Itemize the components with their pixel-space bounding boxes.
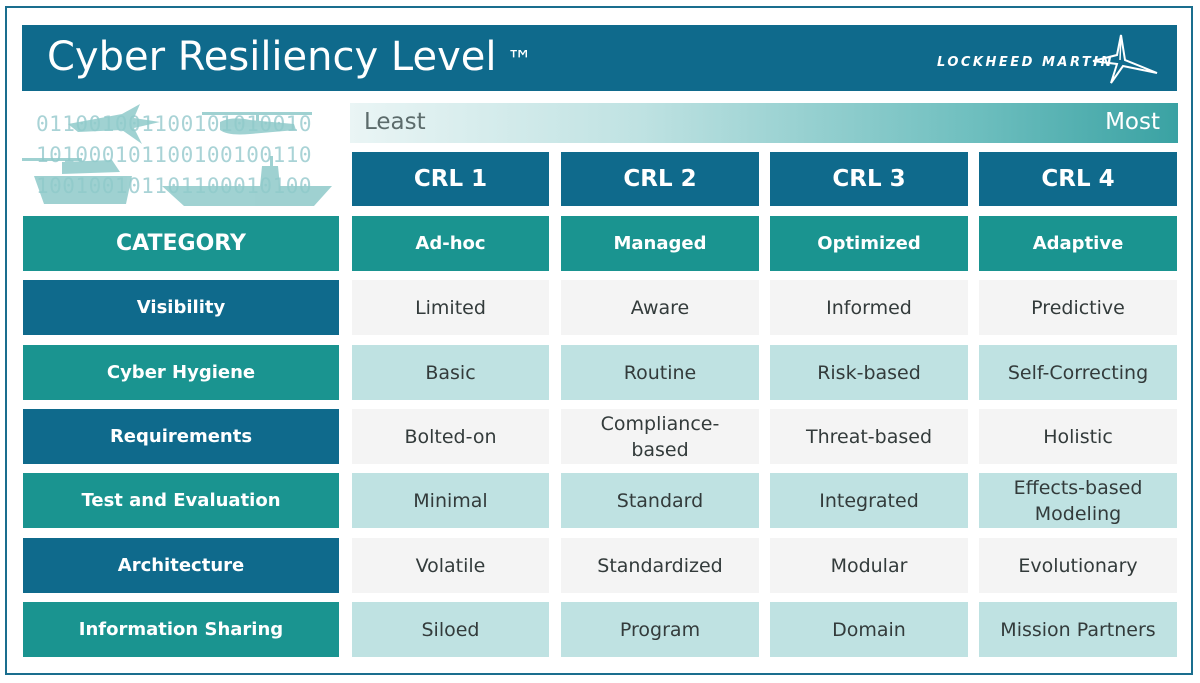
row-label-cyber-hygiene: Cyber Hygiene <box>23 345 339 400</box>
table-cell: Self-Correcting <box>979 345 1177 400</box>
title-text: Cyber Resiliency Level <box>47 34 497 80</box>
table-cell: Modular <box>770 538 968 593</box>
table-cell: Compliance-based <box>561 409 759 464</box>
table-cell: Volatile <box>352 538 549 593</box>
star-icon <box>1092 34 1158 84</box>
table-cell: Mission Partners <box>979 602 1177 657</box>
defense-vehicles-graphic: 011001001100101010010 101000101100100100… <box>22 100 337 215</box>
table-cell: Program <box>561 602 759 657</box>
page-title: Cyber Resiliency Level ™ <box>47 35 532 79</box>
table-cell: Routine <box>561 345 759 400</box>
vehicles-silhouettes <box>22 104 332 206</box>
table-cell: Bolted-on <box>352 409 549 464</box>
table-cell: Risk-based <box>770 345 968 400</box>
table-cell: Aware <box>561 280 759 335</box>
table-cell: Holistic <box>979 409 1177 464</box>
row-label-information-sharing: Information Sharing <box>23 602 339 657</box>
crl-header: CRL 1 <box>352 152 549 206</box>
scale-most-label: Most <box>1105 109 1160 135</box>
least-to-most-scale: Least Most <box>350 103 1178 143</box>
table-cell: Informed <box>770 280 968 335</box>
scale-least-label: Least <box>364 109 426 135</box>
level-name: Optimized <box>770 216 968 271</box>
title-banner: Cyber Resiliency Level ™ LOCKHEED MARTIN <box>22 25 1177 91</box>
jet-icon <box>68 104 160 144</box>
table-cell: Siloed <box>352 602 549 657</box>
lockheed-martin-logo: LOCKHEED MARTIN <box>937 33 1162 85</box>
table-cell: Basic <box>352 345 549 400</box>
table-cell: Evolutionary <box>979 538 1177 593</box>
row-label-test-and-evaluation: Test and Evaluation <box>23 473 339 528</box>
crl-header: CRL 2 <box>561 152 759 206</box>
level-name: Ad-hoc <box>352 216 549 271</box>
table-cell: Standard <box>561 473 759 528</box>
row-label-requirements: Requirements <box>23 409 339 464</box>
table-cell: Threat-based <box>770 409 968 464</box>
category-header: CATEGORY <box>23 216 339 271</box>
ship-icon <box>162 156 332 206</box>
level-name: Managed <box>561 216 759 271</box>
trademark-symbol: ™ <box>506 46 533 76</box>
table-cell: Standardized <box>561 538 759 593</box>
table-cell: Domain <box>770 602 968 657</box>
logo-text: LOCKHEED MARTIN <box>937 55 1114 70</box>
table-cell: Effects-based Modeling <box>979 473 1177 528</box>
row-label-visibility: Visibility <box>23 280 339 335</box>
table-cell: Integrated <box>770 473 968 528</box>
crl-header: CRL 3 <box>770 152 968 206</box>
crl-header: CRL 4 <box>979 152 1177 206</box>
level-name: Adaptive <box>979 216 1177 271</box>
tank-icon <box>22 158 132 204</box>
table-cell: Limited <box>352 280 549 335</box>
table-cell: Predictive <box>979 280 1177 335</box>
helicopter-icon <box>202 112 312 135</box>
table-cell: Minimal <box>352 473 549 528</box>
row-label-architecture: Architecture <box>23 538 339 593</box>
